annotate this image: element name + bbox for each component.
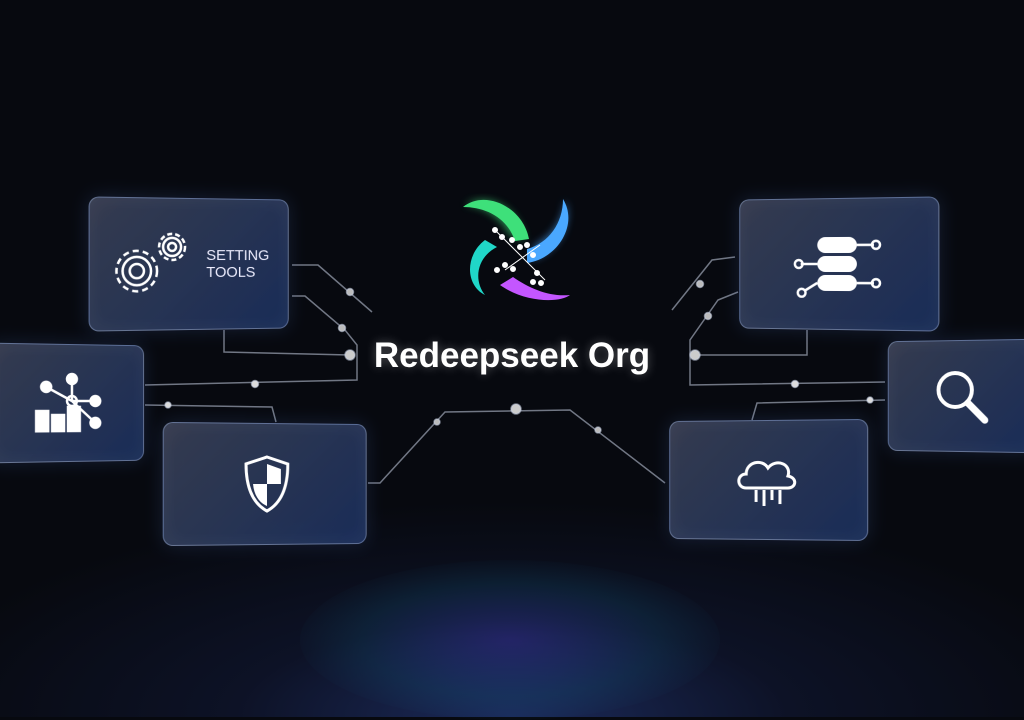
shield-icon: [242, 454, 292, 514]
cloud-icon: [732, 450, 802, 510]
magnifier-icon: [932, 366, 991, 427]
setting-label: SETTING: [206, 247, 269, 264]
tools-label: TOOLS: [206, 264, 269, 281]
brand-logo: [445, 185, 580, 320]
database-card[interactable]: [739, 196, 939, 331]
gear-icon: [110, 228, 201, 299]
analytics-card[interactable]: [0, 343, 144, 464]
database-icon: [793, 229, 882, 300]
brand-title: Redeepseek Org: [0, 336, 1024, 376]
setting-tools-card[interactable]: SETTING TOOLS: [89, 196, 289, 331]
cloud-card[interactable]: [669, 419, 868, 541]
network-chart-icon: [34, 373, 103, 434]
search-card[interactable]: [888, 339, 1024, 454]
security-card[interactable]: [163, 422, 367, 546]
